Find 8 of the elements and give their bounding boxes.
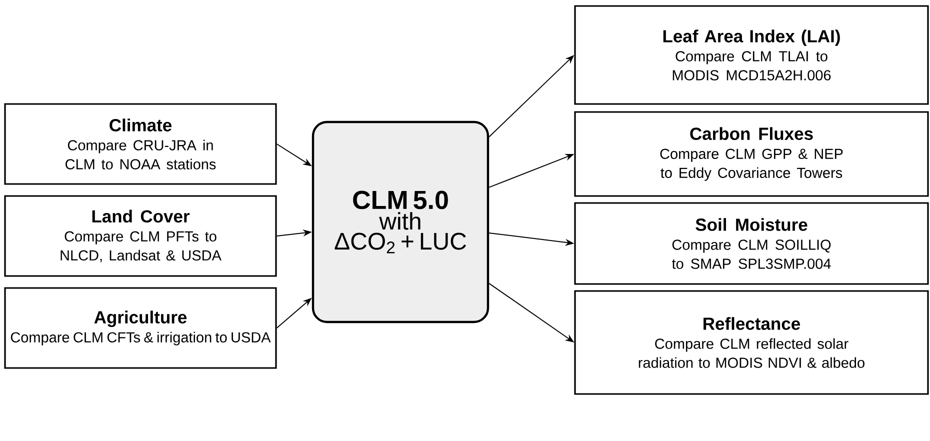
evaluation-box: Soil Moisture Compare CLM SOILLIQ to SMAP SPL3SMP.004 — [574, 202, 929, 285]
evaluation-box: Carbon Fluxes Compare CLM GPP & NEP to Eddy Covariance Towers — [574, 111, 929, 197]
input-box: Land Cover Compare CLM PFTs to NLCD, Landsat & USDA — [4, 195, 277, 277]
evaluation-box: Leaf Area Index (LAI) Compare CLM TLAI to MODIS MCD15A2H.006 — [574, 5, 929, 105]
input-box: Climate Compare CRU-JRA in CLM to NOAA stations — [4, 103, 277, 185]
evaluation-box: Reflectance Compare CLM reflected solar radiation to MODIS NDVI & albedo — [574, 290, 929, 395]
model-box: CLM 5.0 with ΔCO$_{2}$ + LUC — [312, 120, 490, 324]
input-box: Agriculture Compare CLM CFTs & irrigation to USDA — [4, 287, 277, 369]
